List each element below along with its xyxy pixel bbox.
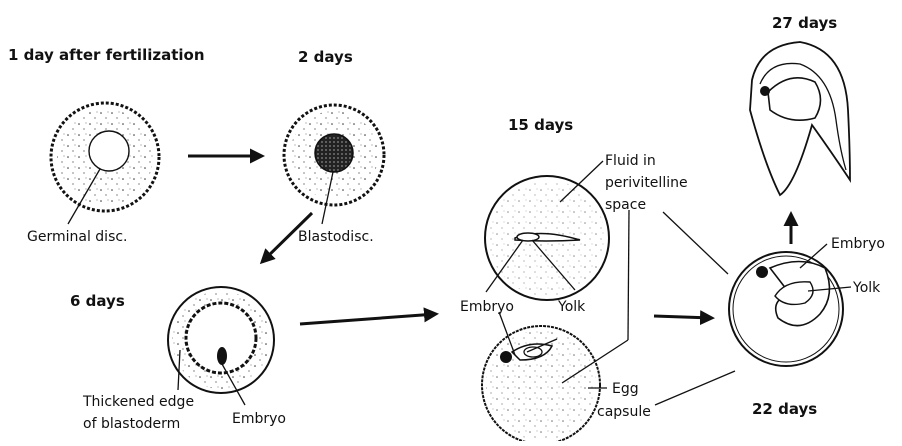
- egg-day6: [168, 287, 274, 393]
- egg-day22: [729, 252, 843, 366]
- label-yolk-22d: Yolk: [852, 280, 881, 296]
- yolk-15d-sac: [517, 233, 539, 241]
- egg-day1: [51, 103, 159, 211]
- egg-day15: [485, 176, 609, 300]
- stage-title-day6: 6 days: [70, 292, 125, 310]
- label-embryo-6d: Embryo: [232, 411, 286, 427]
- label-fluid-line2: perivitelline: [605, 175, 688, 191]
- label-blastodisc: Blastodisc.: [298, 229, 374, 245]
- label-fluid-line1: Fluid in: [605, 153, 656, 169]
- stage-title-day27: 27 days: [772, 14, 837, 32]
- stage-title-day1: 1 day after fertilization: [8, 46, 205, 64]
- label-embryo-15d: Embryo: [460, 299, 514, 315]
- embryo-6d-mark: [217, 347, 227, 365]
- germinal-disc: [89, 131, 129, 171]
- egg-day2: [284, 105, 384, 205]
- blastodisc: [315, 134, 353, 172]
- label-egg-line1: Egg: [612, 381, 639, 397]
- label-thickened-edge-line2: of blastoderm: [83, 416, 180, 432]
- label-fluid-line3: space: [605, 197, 646, 213]
- stage-title-day22: 22 days: [752, 400, 817, 418]
- egg-day15-lower: [482, 326, 600, 441]
- label-embryo-22d: Embryo: [831, 236, 885, 252]
- stage-title-day2: 2 days: [298, 48, 353, 66]
- label-yolk-15d: Yolk: [557, 299, 586, 315]
- stage-title-day15: 15 days: [508, 116, 573, 134]
- larva-day27: [750, 42, 850, 195]
- label-thickened-edge-line1: Thickened edge: [82, 394, 194, 410]
- label-germinal-disc: Germinal disc.: [27, 229, 128, 245]
- label-egg-line2: capsule: [597, 404, 651, 420]
